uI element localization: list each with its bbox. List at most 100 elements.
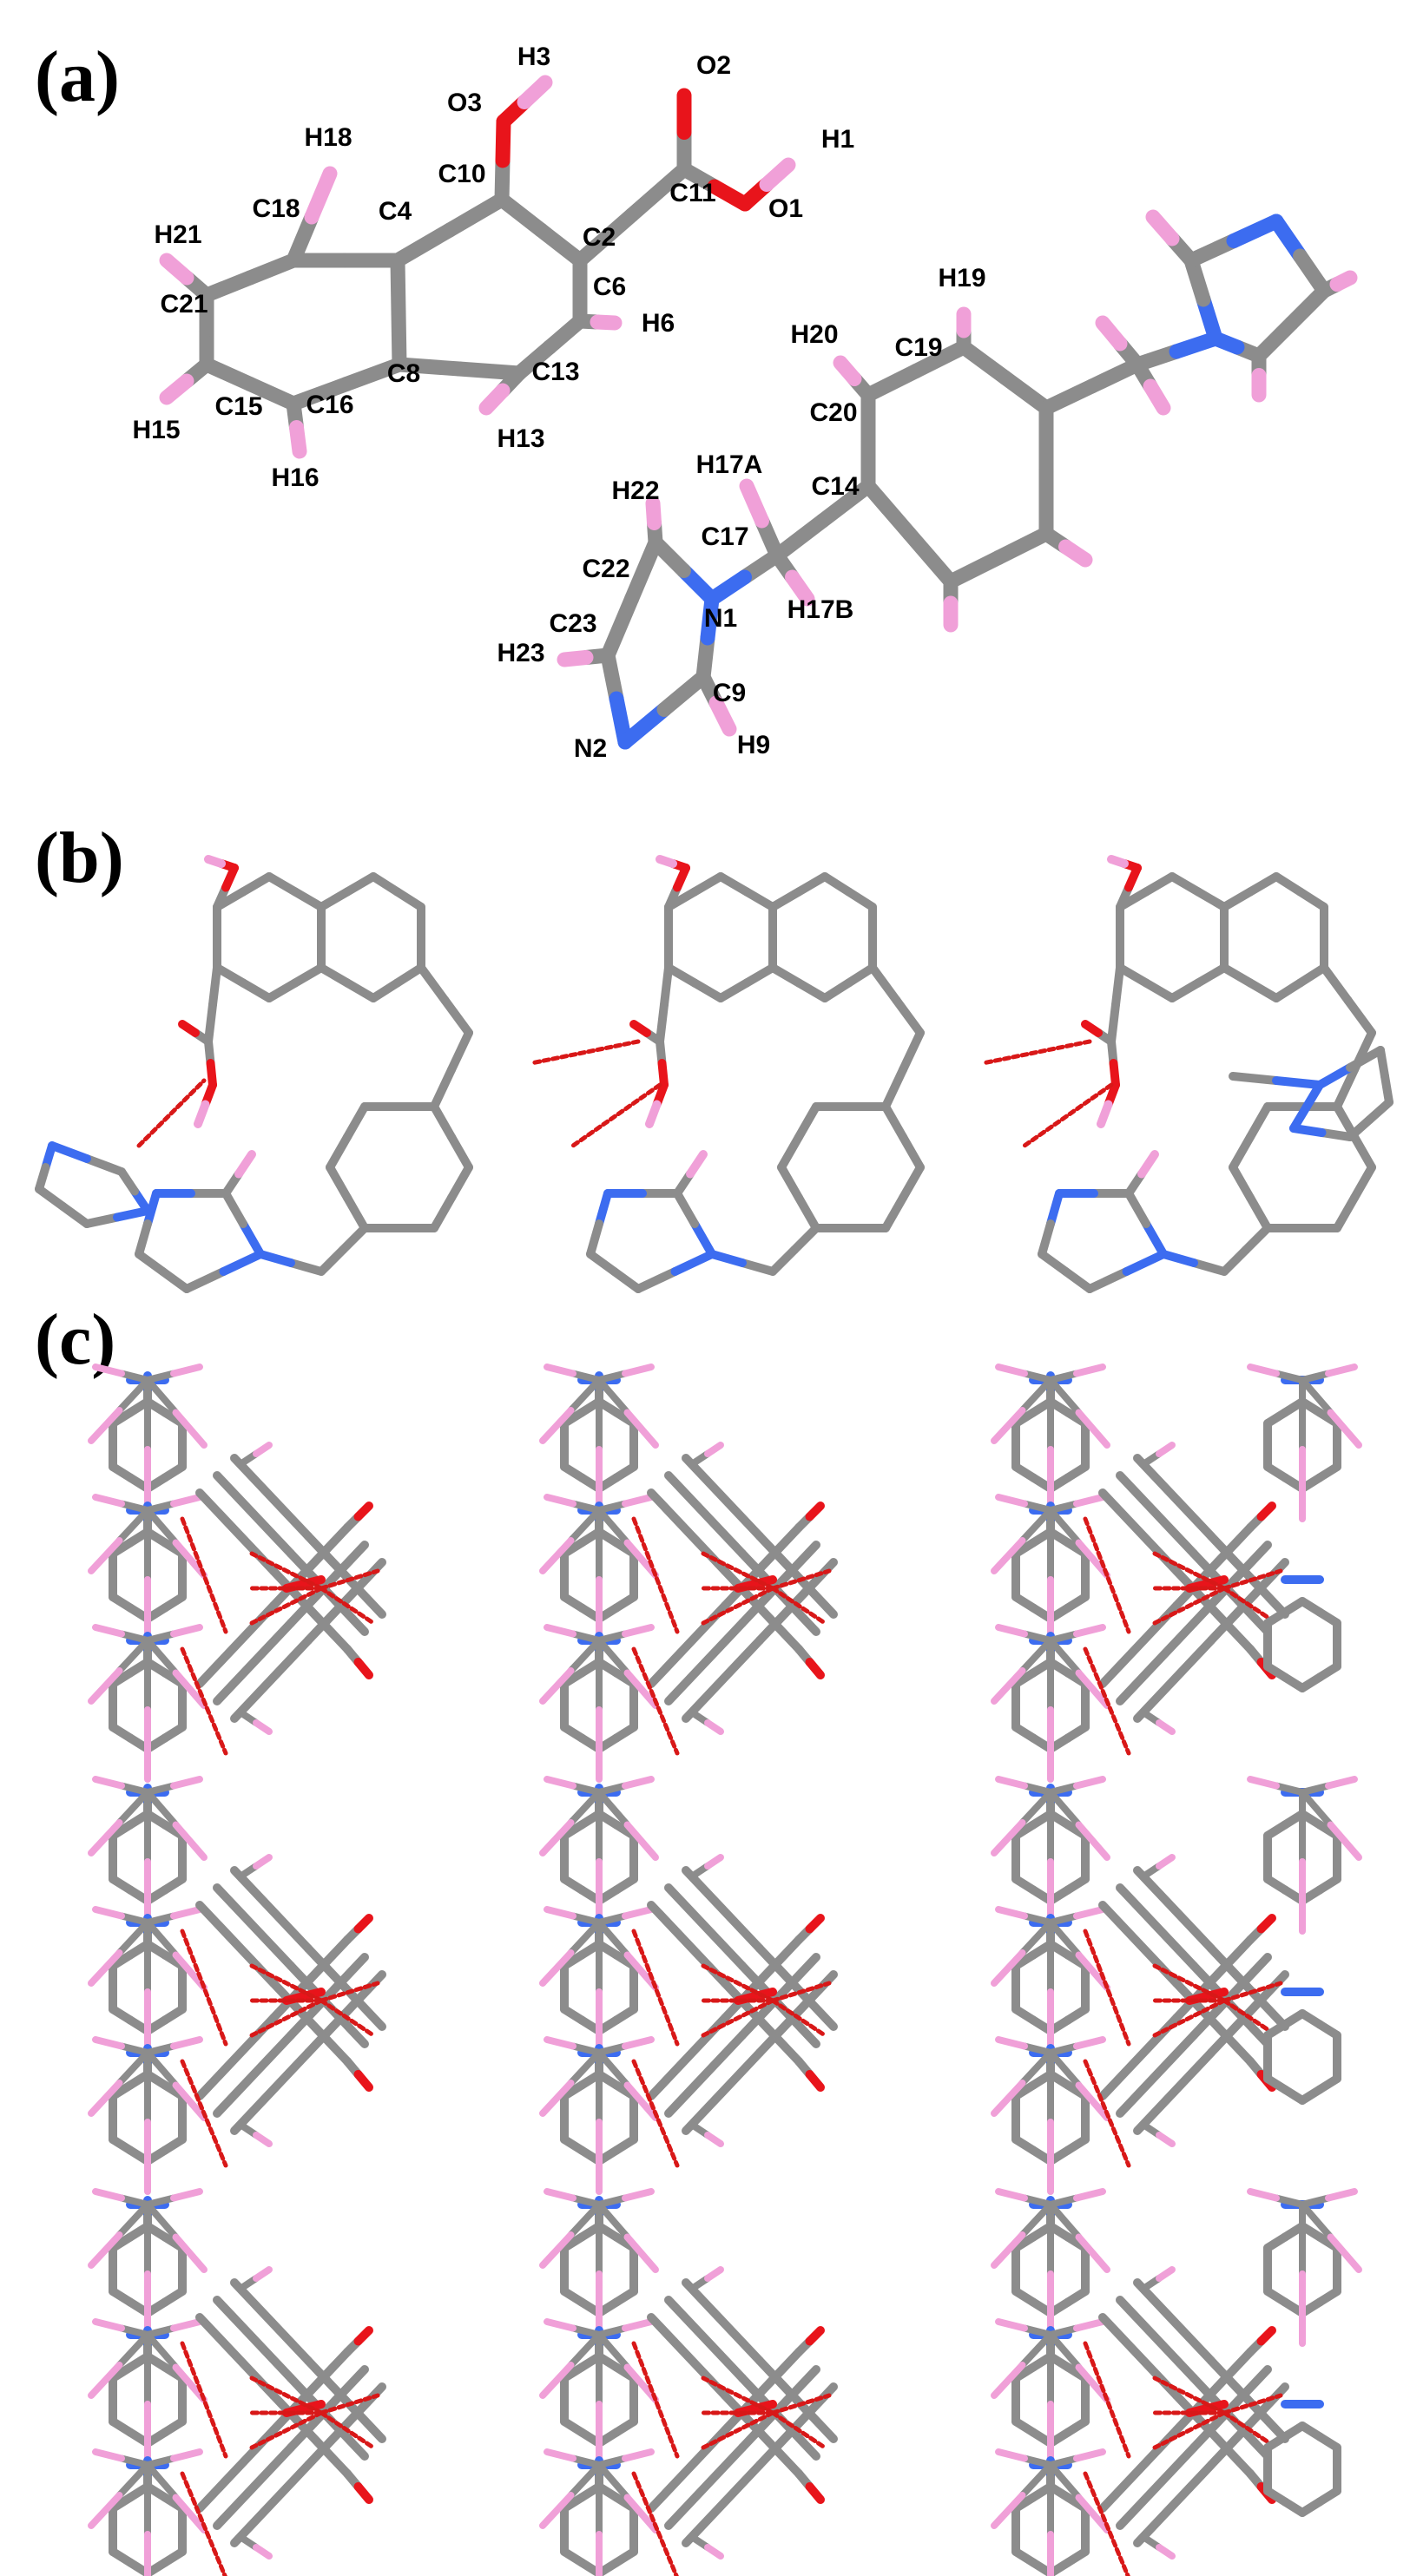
hbond-1b: [570, 1082, 662, 1148]
bond: [144, 2036, 203, 2056]
packing-ring: [560, 2287, 603, 2317]
bond: [991, 1919, 1054, 1987]
packing-ring: [109, 2005, 152, 2035]
bond: [539, 2201, 603, 2269]
bond: [48, 1141, 126, 1176]
hydrogen-bond: [1222, 2393, 1283, 2415]
bond: [1298, 2287, 1341, 2317]
bond: [544, 2448, 603, 2468]
bond: [544, 1364, 603, 1383]
bond: [1133, 1454, 1289, 1619]
bond-Cm1-Hm1: [1145, 209, 1199, 268]
atom-label-C17: C17: [701, 522, 748, 551]
atom-label-H9: H9: [737, 731, 770, 759]
atom-label-H16: H16: [271, 463, 319, 492]
packing-edge-column-2: [1247, 2188, 1362, 2517]
bond: [92, 1494, 151, 1514]
bond-C20-C19: [860, 339, 972, 403]
atom-label-C8: C8: [387, 359, 420, 388]
bond: [1047, 1919, 1110, 1991]
bond: [1107, 855, 1142, 872]
atom-label-C2: C2: [583, 223, 616, 252]
bond: [995, 1776, 1054, 1796]
packing-ring: [1046, 1462, 1090, 1493]
bond: [716, 963, 777, 1002]
bond: [991, 1507, 1054, 1574]
bond: [794, 1502, 825, 1532]
bond: [88, 2201, 151, 2269]
packing-ring: [595, 2417, 638, 2448]
bond: [182, 1250, 265, 1293]
bond: [1107, 1037, 1120, 1089]
bond: [1124, 1189, 1168, 1258]
bond: [1263, 1875, 1307, 1905]
packing-ring: [109, 1875, 152, 1905]
bond: [539, 2331, 603, 2399]
bond: [256, 1250, 326, 1276]
bond: [691, 2535, 724, 2560]
bond: [1047, 2461, 1110, 2533]
atom-label-N1: N1: [704, 604, 737, 633]
hydrogen-bond: [1222, 1998, 1279, 2038]
bond-Cx-Hx2: [1095, 315, 1145, 372]
bond: [596, 2461, 659, 2533]
atom-label-C16: C16: [306, 391, 353, 419]
bond-C17-N1: [704, 548, 785, 607]
bond: [88, 1377, 151, 1444]
hydrogen-bond: [1152, 1551, 1227, 1591]
hbond-left: [136, 1078, 207, 1148]
bond: [213, 2365, 369, 2530]
bond-C21-H21: [159, 253, 214, 303]
bond: [204, 855, 239, 872]
packing-ring: [1046, 1723, 1090, 1753]
hydrogen-bond: [701, 1963, 775, 2003]
bond: [596, 1364, 655, 1383]
bond: [544, 2318, 603, 2338]
bond: [1220, 963, 1281, 1002]
atom-label-C9: C9: [713, 679, 746, 707]
packing-ring: [1046, 2417, 1090, 2448]
packing-edge-column-1: [1247, 1776, 1362, 2105]
bond: [144, 1789, 208, 1861]
bond: [708, 1250, 777, 1276]
atom-label-H3: H3: [517, 43, 550, 71]
bond: [204, 1037, 217, 1089]
hydrogen-bond: [1222, 1586, 1279, 1626]
bond: [88, 1919, 151, 1987]
bond-C4-C10: [390, 192, 510, 268]
bond: [664, 1541, 820, 1705]
bond: [544, 1624, 603, 1644]
hydrogen-bond: [180, 2471, 227, 2576]
bond: [596, 1919, 659, 1991]
atom-label-C21: C21: [160, 290, 208, 319]
bond: [1116, 963, 1176, 1002]
bond: [240, 2266, 273, 2290]
bond: [343, 2057, 373, 2092]
bond-C2-C11: [572, 161, 692, 268]
bond: [1047, 1776, 1106, 1796]
bond: [178, 1020, 213, 1046]
packing-ring: [595, 2547, 638, 2576]
bond: [544, 1776, 603, 1796]
hydrogen-bond: [1152, 2376, 1227, 2415]
bond: [1298, 1597, 1341, 1627]
bond: [682, 1866, 838, 2031]
bond: [430, 1102, 473, 1172]
bond: [1333, 1163, 1376, 1232]
bond: [794, 1645, 825, 1679]
bond: [544, 1494, 603, 1514]
panel-label-b: (b): [35, 818, 124, 898]
bond-C6-H6: [572, 313, 623, 331]
bond: [1047, 1624, 1106, 1644]
bond: [691, 2266, 724, 2290]
packing-ring: [143, 2547, 187, 2576]
bond-Cm1-Nm2: [1183, 214, 1284, 268]
hydrogen-bond: [1152, 1998, 1227, 2038]
bond: [596, 1789, 659, 1861]
hydrogen-bond: [631, 2341, 680, 2459]
hydrogen-bond: [770, 1568, 832, 1591]
bond: [682, 1454, 838, 1619]
bond: [1168, 963, 1229, 1002]
bond: [343, 2326, 373, 2356]
bond: [230, 2278, 386, 2443]
